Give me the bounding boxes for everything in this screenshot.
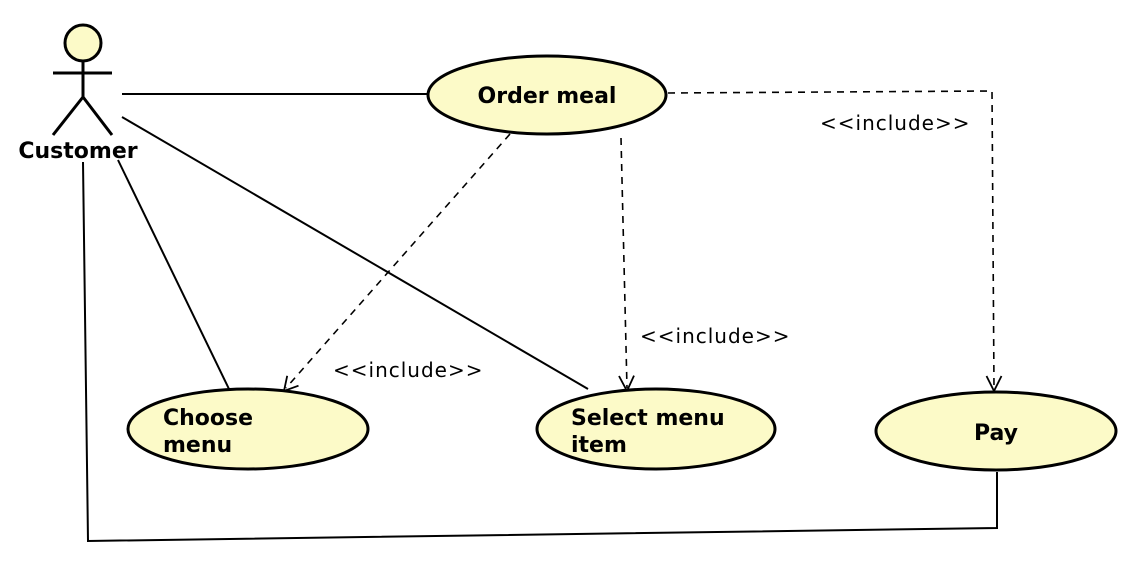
choose-menu-arrowhead bbox=[282, 375, 299, 393]
use-case-order-meal-shape bbox=[426, 54, 668, 136]
association-customer-choose-menu bbox=[117, 159, 230, 390]
use-case-choose-menu-label-line2: menu bbox=[163, 433, 232, 458]
use-case-select-menu-item[interactable]: Select menu item bbox=[535, 387, 777, 471]
actor-name: Customer bbox=[18, 139, 137, 164]
association-customer-pay bbox=[82, 161, 998, 543]
use-case-select-menu-item-label-line2: item bbox=[571, 433, 627, 458]
use-case-pay-shape bbox=[874, 390, 1118, 472]
use-case-choose-menu-shape bbox=[126, 387, 370, 471]
use-case-order-meal[interactable]: Order meal bbox=[426, 54, 668, 136]
include-label-select-menu-item: <<include>> bbox=[640, 324, 791, 348]
use-case-pay[interactable]: Pay bbox=[874, 390, 1118, 472]
actor-left-leg bbox=[51, 96, 85, 136]
use-case-select-menu-item-shape bbox=[535, 387, 777, 471]
use-case-order-meal-label: Order meal bbox=[478, 84, 617, 109]
include-label-choose-menu: <<include>> bbox=[333, 358, 484, 382]
use-case-choose-menu-label-line1: Choose bbox=[163, 406, 253, 431]
include-dependency-order-meal-choose-menu bbox=[285, 133, 511, 389]
include-dependency-order-meal-pay bbox=[667, 90, 995, 389]
actor-head bbox=[63, 23, 103, 63]
use-case-choose-menu[interactable]: Choose menu bbox=[126, 387, 370, 471]
use-case-pay-label: Pay bbox=[974, 421, 1018, 446]
actor-right-leg bbox=[81, 96, 114, 136]
association-customer-select-menu-item bbox=[121, 116, 589, 390]
include-dependency-order-meal-select-menu-item bbox=[620, 137, 628, 389]
include-label-pay: <<include>> bbox=[820, 111, 971, 135]
customer-actor[interactable]: Customer bbox=[18, 23, 138, 164]
use-case-select-menu-item-label-line1: Select menu bbox=[571, 406, 725, 431]
